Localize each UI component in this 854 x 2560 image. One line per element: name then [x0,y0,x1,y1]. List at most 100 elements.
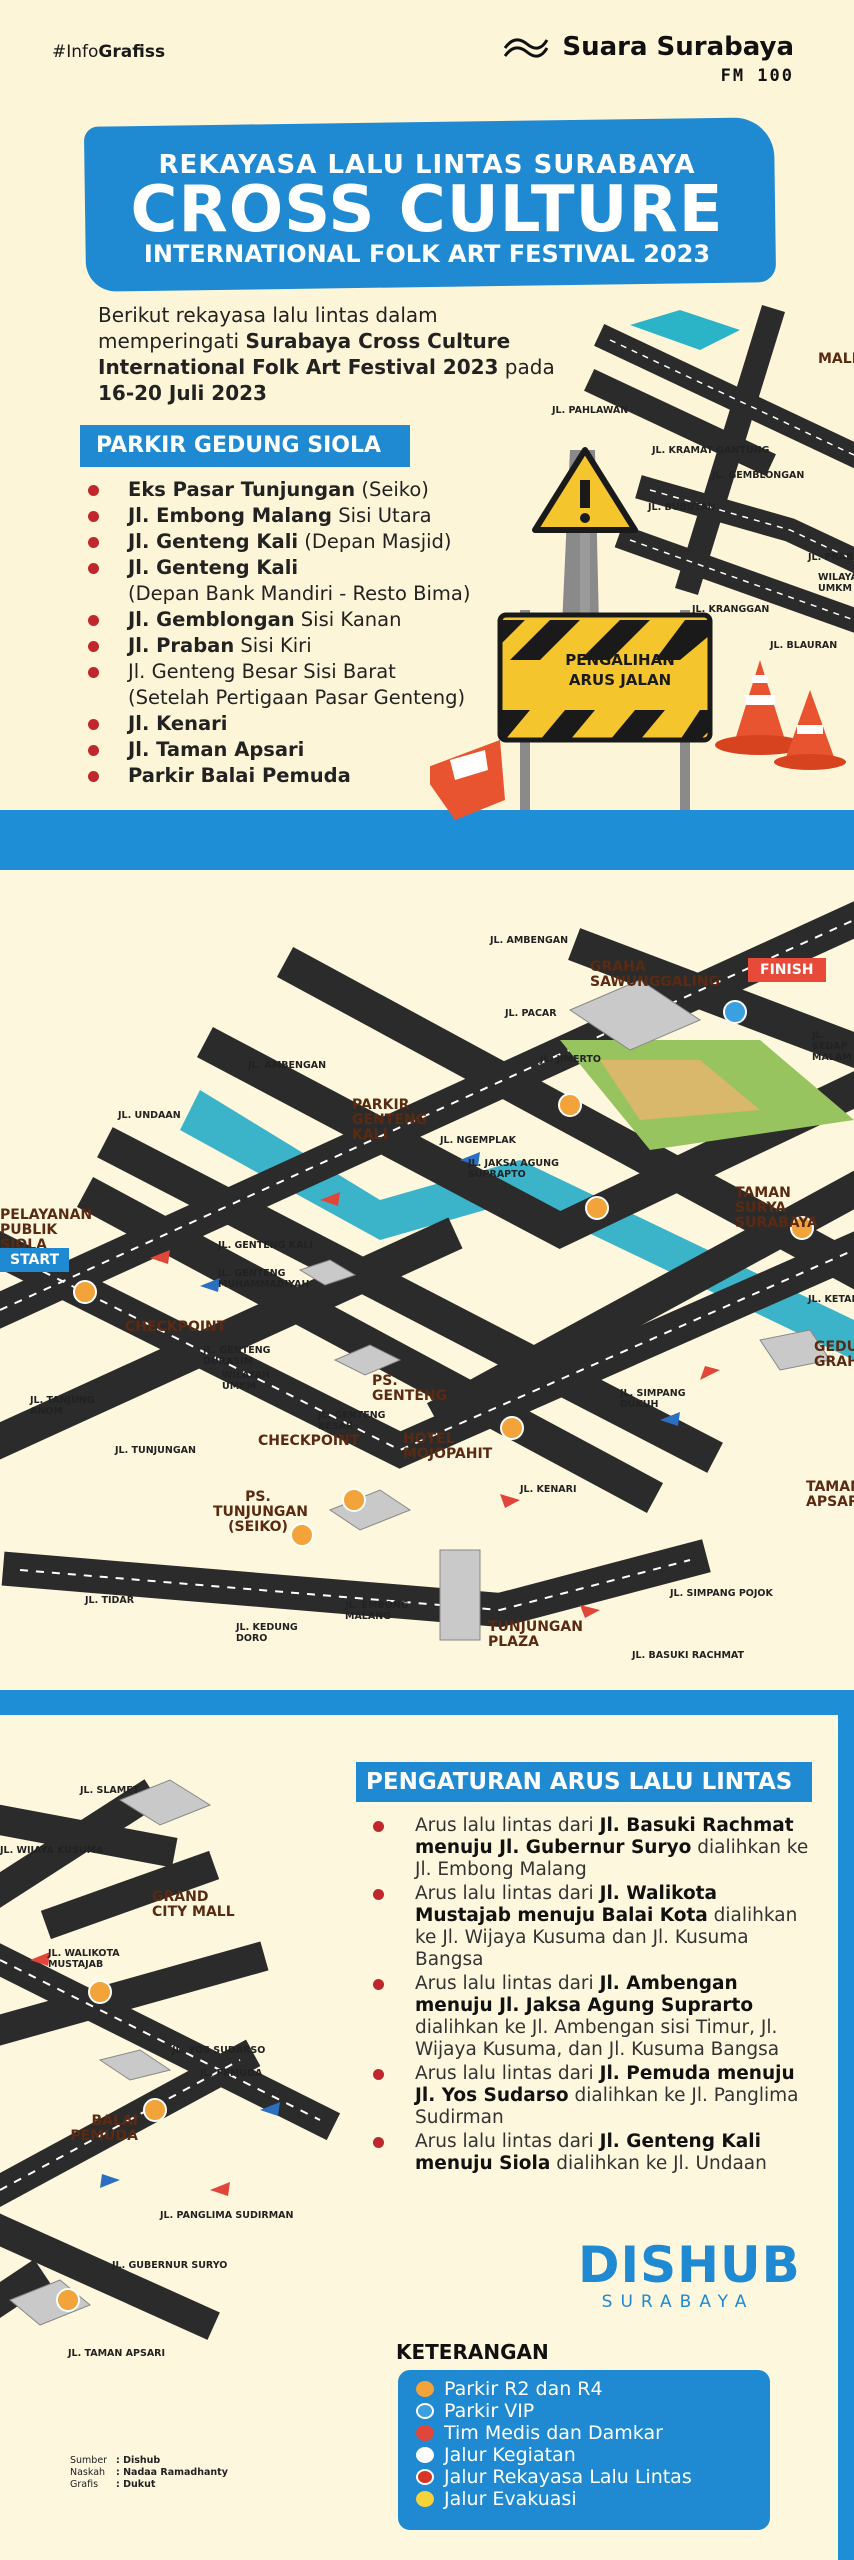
road-label: JL. JAKSA AGUNG SUPRAPTO [468,1158,559,1180]
credits: Sumber: Dishub Naskah: Nadaa Ramadhanty … [70,2455,228,2490]
place-label: TUNJUNGAN PLAZA [488,1619,583,1650]
place-label: BALAI PEMUDA [70,2113,138,2144]
brand-name: Suara Surabaya [562,32,794,62]
road-label: JL. PEMUDA [200,2068,263,2079]
road-label: JL. TAMAN APSARI [68,2348,166,2359]
road-label: JL. SEDAP MALAM [812,1030,852,1063]
title-main: CROSS CULTURE [130,173,724,247]
brand-sub: FM 100 [720,66,794,86]
intro-text: Berikut rekayasa lalu lintas dalam mempe… [98,303,555,405]
finish-badge: FINISH [748,958,826,982]
road-label: JL. KRANGGAN [692,604,770,615]
dishub-sub: SURABAYA [601,2292,755,2312]
dishub-logo: DISHUB SURABAYA [578,2240,800,2312]
place-label: PELAYANAN PUBLIK SIOLA [0,1207,93,1253]
list-item: Jl. Embong Malang Sisi Utara [88,503,528,529]
place-label: PS. GENTENG [372,1373,448,1404]
legend-item: Parkir R2 dan R4 [416,2378,770,2400]
place-label: TAMAN SURYA SURABAYA [735,1185,818,1231]
road-label: JL. TIDAR [85,1595,135,1606]
road-label: JL. GUBERNUR SURYO [112,2260,228,2271]
place-label: PARKIR GENTENG KALI [352,1097,428,1143]
road-sign-illustration [430,447,846,820]
road-label: JL. JIMERTO [540,1054,601,1065]
road-label: JL. BASUKI RACHMAT [632,1650,744,1661]
list-item: Jl. Genteng Besar Sisi Barat [88,659,528,685]
road-label: JL. KENARI [520,1484,577,1495]
list-item: Jl. Praban Sisi Kiri [88,633,528,659]
list-item: Jl. Genteng Kali (Depan Masjid) [88,529,528,555]
road-label: JL. UNDAAN [118,1110,181,1121]
legend-item: Parkir VIP [416,2400,770,2422]
vip-pin-icon [416,2403,434,2419]
legend-item: Jalur Evakuasi [416,2488,770,2510]
list-item: Arus lalu lintas dari Jl. Pemuda menuju … [373,2063,813,2129]
road-label: JL. NGEMPLAK [440,1135,516,1146]
legend-box: Parkir R2 dan R4 Parkir VIP Tim Medis da… [398,2370,770,2530]
road-label: JL. TUNJUNGAN [115,1445,196,1456]
list-item: Arus lalu lintas dari Jl. Ambengan menuj… [373,1973,813,2061]
brand-block: Suara Surabaya FM 100 [501,30,794,86]
panel-frame [838,1715,854,2560]
sign-text: PENGALIHAN ARUS JALAN [565,651,675,689]
road-label: JL. EMBONG MALANG [345,1600,409,1622]
list-item: (Depan Bank Mandiri - Resto Bima) [128,582,471,605]
list-item: Parkir Balai Pemuda [88,763,528,789]
parkir-heading: PARKIR GEDUNG SIOLA [80,425,410,467]
place-label: MALL [818,351,854,367]
place-label: GRAND CITY MALL [152,1889,235,1920]
place-label: GEDUNG GRAHADI [814,1339,854,1370]
road-label: JL. SIMPANG POJOK [670,1588,773,1599]
road-label: JL. SIMPANG DUKUH [620,1388,686,1410]
route-map-illustration [0,901,854,1641]
road-label: JL. KRAMAT GANTUNG [652,445,770,456]
road-label: WILAYAH UMKM [222,1370,270,1392]
road-label: JL. WALIKOTA MUSTAJAB [48,1948,120,1970]
evacuation-route-icon [416,2491,434,2507]
road-label: JL. GENTENG DURASIM [203,1345,271,1367]
road-label: WILAYAH UMKM [818,572,854,594]
list-item: Arus lalu lintas dari Jl. Basuki Rachmat… [373,1815,813,1881]
start-badge: START [0,1248,70,1272]
road-label: JL. TANJUNG ANOM [30,1395,95,1417]
road-label: JL. BLAURAN [770,640,838,651]
list-item: Jl. Taman Apsari [88,737,528,763]
road-label: JL. PRABAN [808,552,854,563]
road-label: JL. AMBENGAN [248,1060,327,1071]
legend-title: KETERANGAN [396,2340,549,2364]
road-label: JL. WIJAYA KUSUMA [0,1845,104,1856]
road-label: JL. PAHLAWAN [552,405,629,416]
medical-pin-icon [416,2425,434,2441]
road-label: JL. KEDUNG DORO [236,1622,298,1644]
road-label: JL. KETABANG [808,1294,854,1305]
traffic-route-icon [416,2469,434,2485]
arus-heading: PENGATURAN ARUS LALU LINTAS [356,1762,812,1802]
suara-surabaya-logo-icon [504,38,549,58]
title-line-3: INTERNATIONAL FOLK ART FESTIVAL 2023 [143,240,711,268]
road-label: JL. GENTENG BESAR [318,1410,386,1432]
legend-item: Jalur Rekayasa Lalu Lintas [416,2466,770,2488]
hashtag: #InfoGrafiss [52,42,166,62]
place-label: HOTEL MOJOPAHIT [403,1431,493,1462]
road-label: JL. BUBUTAN [648,502,716,513]
parking-pin-icon [416,2381,434,2397]
road-label: JL. GENTENG KALI [218,1240,314,1251]
road-label: JL. YOS SUDARSO [172,2045,266,2056]
legend-item: Tim Medis dan Damkar [416,2422,770,2444]
road-label: JL. PANGLIMA SUDIRMAN [160,2210,294,2221]
panel-divider [0,1690,854,1715]
list-item: Jl. Kenari [88,711,528,737]
road-label: JL. GEMBLONGAN [712,470,805,481]
road-label: JL. SLAMET [80,1785,140,1796]
activity-route-icon [416,2447,434,2463]
parkir-list: Eks Pasar Tunjungan (Seiko) Jl. Embong M… [88,477,528,789]
road-label: JL. PACAR [505,1008,557,1019]
list-item: Arus lalu lintas dari Jl. Genteng Kali m… [373,2131,813,2175]
list-item: Arus lalu lintas dari Jl. Walikota Musta… [373,1883,813,1971]
title-line-1: REKAYASA LALU LINTAS SURABAYA [158,150,696,180]
list-item: Jl. Genteng Kali [88,555,528,581]
place-label: CHECKPOINT [258,1433,360,1449]
legend-item: Jalur Kegiatan [416,2444,770,2466]
panel-divider [0,810,854,870]
